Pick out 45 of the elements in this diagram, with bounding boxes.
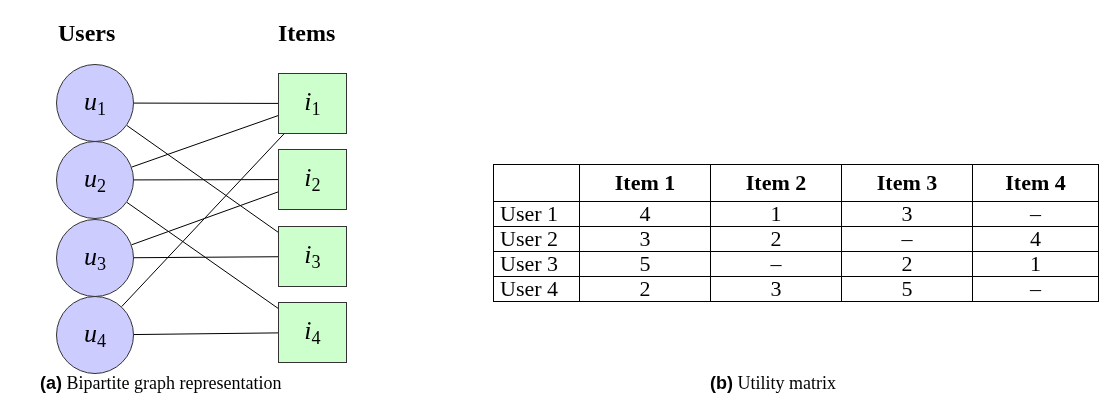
node-label: u$_{3}$	[83, 241, 107, 275]
rating-value: –	[770, 251, 782, 276]
column-header: Item 1	[614, 170, 676, 195]
rating-value: 2	[639, 276, 651, 301]
rating-value: 1	[770, 201, 782, 226]
node-label: i$_{1}$	[304, 87, 321, 120]
connector-line	[131, 115, 279, 168]
rating-value: 3	[639, 226, 651, 251]
node-label: u$_{4}$	[83, 318, 107, 352]
connector-line	[131, 191, 279, 246]
connector-line	[126, 201, 279, 309]
rating-value: 4	[1030, 226, 1041, 251]
node-label: i$_{2}$	[304, 163, 321, 196]
rating-value: –	[901, 226, 913, 251]
rating-value: 4	[639, 201, 651, 226]
column-heading: Items	[278, 20, 336, 47]
connector-line	[126, 125, 279, 233]
column-header: Item 3	[876, 170, 938, 195]
connector-line	[133, 179, 279, 181]
figure-caption: (a) Bipartite graph representation	[40, 373, 282, 394]
connector-line	[121, 133, 285, 308]
node-label: u$_{2}$	[83, 163, 107, 197]
node-label: i$_{4}$	[304, 316, 321, 349]
rating-value: –	[1030, 276, 1041, 301]
row-header: User 2	[500, 226, 559, 251]
rating-value: 3	[901, 201, 913, 226]
rating-value: 2	[901, 251, 913, 276]
row-header: User 3	[500, 251, 559, 276]
connector-line	[133, 332, 279, 336]
column-header: Item 4	[1005, 170, 1066, 195]
column-heading: Users	[58, 20, 116, 47]
row-header: User 4	[500, 276, 559, 301]
node-label: u$_{1}$	[83, 86, 107, 120]
rating-value: 5	[901, 276, 913, 301]
connector-line	[133, 102, 279, 104]
figure-caption: (b) Utility matrix	[710, 373, 836, 394]
rating-value: –	[1030, 201, 1041, 226]
node-label: i$_{3}$	[304, 240, 321, 273]
row-header: User 1	[500, 201, 559, 226]
connector-line	[133, 256, 279, 259]
rating-value: 2	[770, 226, 782, 251]
column-header: Item 2	[745, 170, 807, 195]
rating-value: 1	[1030, 251, 1041, 276]
rating-value: 3	[770, 276, 782, 301]
rating-value: 5	[639, 251, 651, 276]
